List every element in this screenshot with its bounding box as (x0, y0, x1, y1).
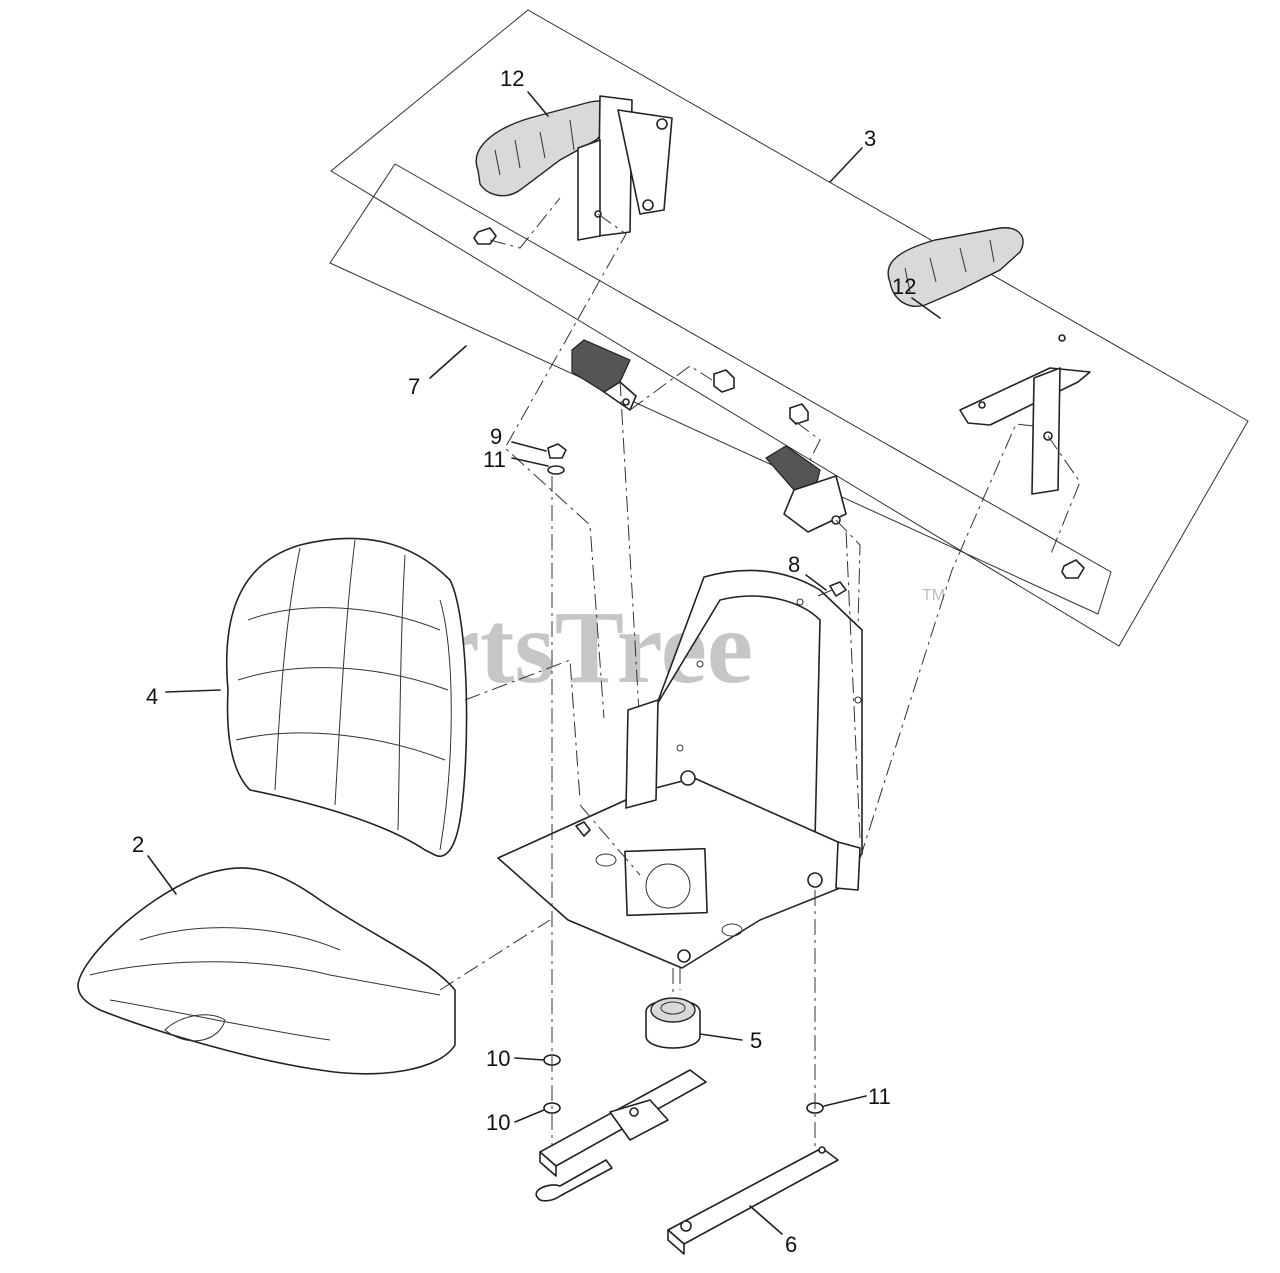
watermark-trademark: TM (922, 587, 945, 604)
callout-6[interactable]: 6 (785, 1232, 797, 1257)
seatbelt-buckle[interactable] (571, 339, 637, 411)
callout-12-right[interactable]: 12 (892, 274, 916, 299)
slide-rail-left[interactable] (535, 1069, 707, 1202)
seat-pan-leader (579, 529, 861, 990)
callout-10-lower[interactable]: 10 (486, 1110, 510, 1135)
callout-9[interactable]: 9 (490, 424, 502, 449)
callout-11-right[interactable]: 11 (868, 1084, 891, 1109)
seatbelt-latch[interactable] (765, 445, 847, 533)
suspension-5[interactable] (645, 997, 701, 1049)
washer-leaders (551, 476, 816, 1150)
callout-12-left[interactable]: 12 (500, 66, 524, 91)
seat-back-cushion[interactable] (226, 537, 468, 857)
small-bolt (575, 821, 591, 837)
right-armrest-nut (1061, 559, 1085, 579)
callout-3[interactable]: 3 (864, 126, 876, 151)
callout-labels: 12 3 12 7 8 4 9 11 2 5 10 10 11 6 (132, 66, 916, 1257)
seatbelt-leader (619, 365, 861, 881)
right-armrest-leader (849, 423, 1081, 891)
seat-bottom-leader (439, 919, 551, 991)
nut-9 (547, 443, 567, 459)
washer-11-upper (547, 465, 565, 475)
left-armrest[interactable] (475, 95, 673, 241)
callout-10-upper[interactable]: 10 (486, 1046, 510, 1071)
left-armrest-leader (489, 197, 627, 719)
bolt-8 (817, 581, 847, 597)
callout-7[interactable]: 7 (408, 374, 420, 399)
right-armrest[interactable] (887, 227, 1091, 495)
seatbelt-bolts (713, 369, 809, 425)
seat-back-leader (464, 659, 581, 801)
callout-4[interactable]: 4 (146, 684, 158, 709)
left-armrest-nut (473, 227, 497, 245)
armrest-kit-outline (330, 9, 1249, 647)
callout-11-left[interactable]: 11 (483, 447, 506, 472)
callout-8[interactable]: 8 (788, 552, 800, 577)
slide-rail-right[interactable] (667, 1146, 839, 1255)
callout-2[interactable]: 2 (132, 832, 144, 857)
seat-bottom-cushion[interactable] (77, 867, 456, 1075)
callout-leaders (147, 91, 941, 1235)
callout-5[interactable]: 5 (750, 1028, 762, 1053)
